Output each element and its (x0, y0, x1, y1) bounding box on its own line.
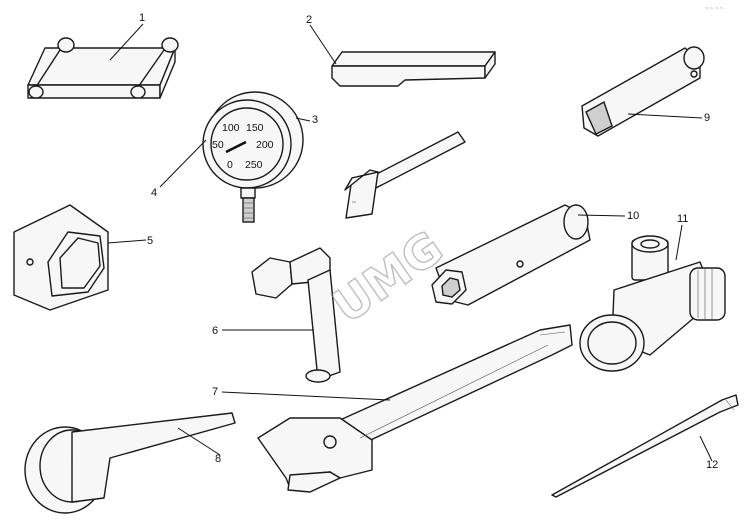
part-10-box-spanner (431, 204, 591, 306)
part-7-adjustable-wrench (257, 324, 573, 493)
gauge-label-250: 250 (245, 159, 263, 171)
callout-8: 8 (215, 453, 221, 465)
callout-7: 7 (212, 386, 218, 398)
callout-9: 9 (704, 112, 710, 124)
part-6-l-hex-key (251, 247, 341, 383)
part-1-roller-plate (27, 37, 179, 99)
gauge-label-100: 100 (222, 122, 240, 134)
part-11-pipe-fitting (579, 235, 726, 372)
gauge-label-150: 150 (246, 122, 264, 134)
watermark: UMG (323, 220, 453, 334)
gauge-label-200: 200 (256, 139, 274, 151)
callout-12: 12 (706, 459, 718, 471)
callout-leaders (107, 23, 713, 462)
gauge-label-0: 0 (227, 159, 233, 171)
callout-11: 11 (677, 213, 688, 225)
corner-mark: ~~ ~~ (705, 6, 723, 12)
callout-1: 1 (139, 12, 145, 24)
gauge-label-50: 50 (212, 139, 224, 151)
part-2-flat-bar (331, 51, 496, 87)
callout-2: 2 (306, 14, 312, 26)
part-8-funnel (24, 412, 236, 514)
part-5-hex-block (13, 204, 109, 311)
hammer (344, 131, 466, 219)
callout-5: 5 (147, 235, 153, 247)
callout-10: 10 (627, 210, 639, 222)
part-3-pressure-gauge: 0 50 100 150 200 250 (202, 91, 304, 223)
part-12-pointed-bar (551, 394, 739, 498)
callout-3: 3 (312, 114, 318, 126)
callout-4: 4 (151, 187, 157, 199)
part-9-drift (581, 46, 705, 137)
callout-6: 6 (212, 325, 218, 337)
